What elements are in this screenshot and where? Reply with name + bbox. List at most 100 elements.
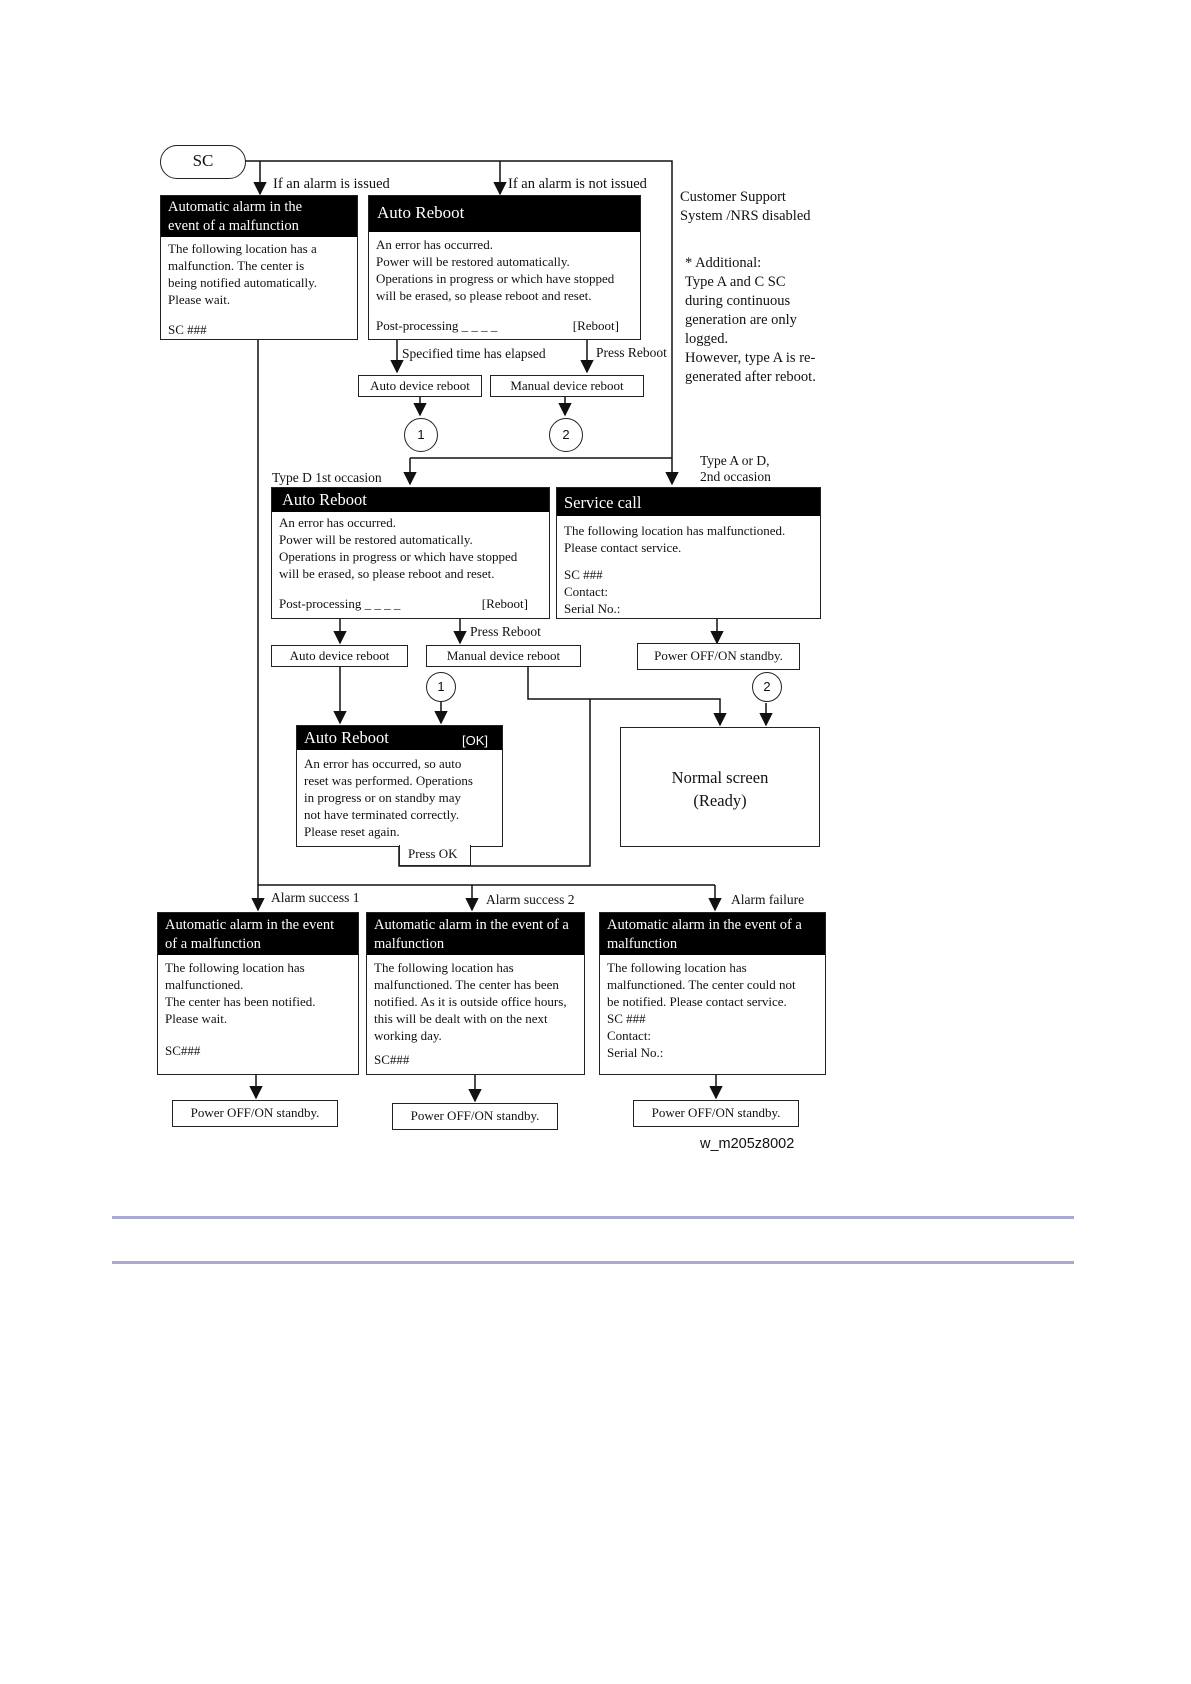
header-line: of a malfunction [165, 936, 261, 952]
detail-line: Serial No.: [564, 601, 621, 616]
label-line: 2nd occasion [700, 469, 771, 484]
body-line: SC ### [607, 1011, 646, 1026]
header-line: event of a malfunction [168, 218, 299, 234]
auto-reboot-box-2: Auto Reboot An error has occurred. Power… [271, 487, 550, 619]
header-line: malfunction [607, 936, 678, 952]
side-note-line: generated after reboot. [685, 369, 816, 385]
body-line: The following location has [607, 960, 747, 975]
post-processing-row: Post-processing _ _ _ _ [Reboot] [279, 595, 542, 612]
result-header: Automatic alarm in the event of a malfun… [367, 913, 584, 955]
service-call-header: Service call [557, 488, 820, 516]
post-processing-row: Post-processing _ _ _ _ [Reboot] [376, 317, 633, 334]
auto-reboot-header: Auto Reboot [272, 488, 549, 512]
normal-screen-box: Normal screen (Ready) [620, 727, 820, 847]
side-note-title: Customer Support System /NRS disabled [680, 188, 811, 226]
side-note-line: * Additional: [685, 255, 762, 271]
auto-reboot-ok-box: Auto Reboot [OK] An error has occurred, … [296, 725, 503, 847]
auto-reboot-header: Auto Reboot [369, 196, 640, 232]
side-note-line: Type A and C SC [685, 274, 786, 290]
label-specified-time: Specified time has elapsed [402, 346, 546, 361]
body-line: Power will be restored automatically. [279, 532, 473, 547]
auto-alarm-body: The following location has a malfunction… [161, 237, 357, 341]
body-line: malfunctioned. The center has been [374, 977, 559, 992]
auto-device-reboot-box-2: Auto device reboot [271, 645, 408, 667]
body-line: The following location has malfunctioned… [564, 523, 786, 538]
body-line: Please contact service. [564, 540, 682, 555]
label-press-reboot-2: Press Reboot [470, 624, 541, 639]
label-press-reboot: Press Reboot [596, 345, 667, 360]
power-off-on-box-1: Power OFF/ON standby. [172, 1100, 338, 1127]
header-line: Automatic alarm in the event of a [607, 917, 802, 933]
divider-top [112, 1216, 1074, 1219]
body-line: The following location has a [168, 241, 317, 256]
sc-code: SC### [374, 1052, 410, 1067]
body-line: Please reset again. [304, 824, 400, 839]
figure-id: w_m205z8002 [700, 1136, 795, 1152]
side-note-line: logged. [685, 331, 729, 347]
body-line: An error has occurred. [279, 515, 396, 530]
sc-start-label: SC [192, 151, 214, 170]
reboot-label: [Reboot] [572, 318, 619, 333]
detail-line: SC ### [564, 567, 603, 582]
body-line: working day. [374, 1028, 442, 1043]
body-line: malfunctioned. The center could not [607, 977, 796, 992]
result-header: Automatic alarm in the event of a malfun… [600, 913, 825, 955]
connector-1: 1 [426, 672, 456, 702]
label-type-d: Type D 1st occasion [272, 470, 382, 485]
branch-label-alarm-issued: If an alarm is issued [273, 176, 390, 192]
connector-2: 2 [549, 418, 583, 452]
body-line: will be erased, so please reboot and res… [376, 288, 592, 303]
press-ok-box: Press OK [399, 845, 471, 866]
body-line: in progress or on standby may [304, 790, 462, 805]
header-line: Automatic alarm in the event of a [374, 917, 569, 933]
body-line: An error has occurred. [376, 237, 493, 252]
side-note-line: System /NRS disabled [680, 208, 811, 224]
label-alarm-failure: Alarm failure [731, 892, 805, 907]
sc-start-node: SC [160, 145, 246, 179]
side-note-line: generation are only [685, 312, 797, 328]
header-line: Automatic alarm in the event [165, 917, 335, 933]
side-note-line: during continuous [685, 293, 791, 309]
normal-screen-line: (Ready) [693, 791, 747, 810]
body-line: The center has been notified. [165, 994, 316, 1009]
body-line: Operations in progress or which have sto… [279, 549, 518, 564]
divider-bottom [112, 1261, 1074, 1264]
body-line: Please wait. [168, 292, 231, 307]
manual-device-reboot-box-1: Manual device reboot [490, 375, 644, 397]
body-line: Please wait. [165, 1011, 228, 1026]
body-line: Power will be restored automatically. [376, 254, 570, 269]
auto-reboot-body: An error has occurred. Power will be res… [272, 512, 549, 615]
normal-screen-line: Normal screen [671, 768, 769, 787]
manual-device-reboot-box-2: Manual device reboot [426, 645, 581, 667]
power-off-on-box-2: Power OFF/ON standby. [392, 1103, 558, 1130]
service-call-body: The following location has malfunctioned… [557, 516, 820, 620]
auto-reboot-ok-body: An error has occurred, so auto reset was… [297, 750, 502, 843]
header-line: malfunction [374, 936, 445, 952]
body-line: not have terminated correctly. [304, 807, 460, 822]
body-line: this will be dealt with on the next [374, 1011, 548, 1026]
label-alarm-success-2: Alarm success 2 [486, 892, 575, 907]
side-note-additional: * Additional: Type A and C SC during con… [685, 254, 816, 387]
body-line: The following location has [165, 960, 305, 975]
sc-code: SC### [165, 1043, 201, 1058]
auto-alarm-header: Automatic alarm in the event of a malfun… [161, 196, 357, 237]
connector-1: 1 [404, 418, 438, 452]
detail-line: Contact: [564, 584, 609, 599]
body-line: Operations in progress or which have sto… [376, 271, 615, 286]
post-processing-label: Post-processing _ _ _ _ [279, 596, 401, 611]
body-line: Serial No.: [607, 1045, 664, 1060]
post-processing-label: Post-processing _ _ _ _ [376, 318, 498, 333]
body-line: An error has occurred, so auto [304, 756, 462, 771]
label-line: Type A or D, [700, 453, 770, 468]
auto-device-reboot-box-1: Auto device reboot [358, 375, 482, 397]
auto-alarm-box: Automatic alarm in the event of a malfun… [160, 195, 358, 340]
body-line: malfunction. The center is [168, 258, 305, 273]
body-line: will be erased, so please reboot and res… [279, 566, 495, 581]
header-line: Automatic alarm in the [168, 199, 303, 215]
power-off-on-box-3: Power OFF/ON standby. [633, 1100, 799, 1127]
side-note-line: Customer Support [680, 189, 786, 205]
result-body: The following location has malfunctioned… [158, 955, 358, 1062]
power-off-on-box-service: Power OFF/ON standby. [637, 643, 800, 670]
